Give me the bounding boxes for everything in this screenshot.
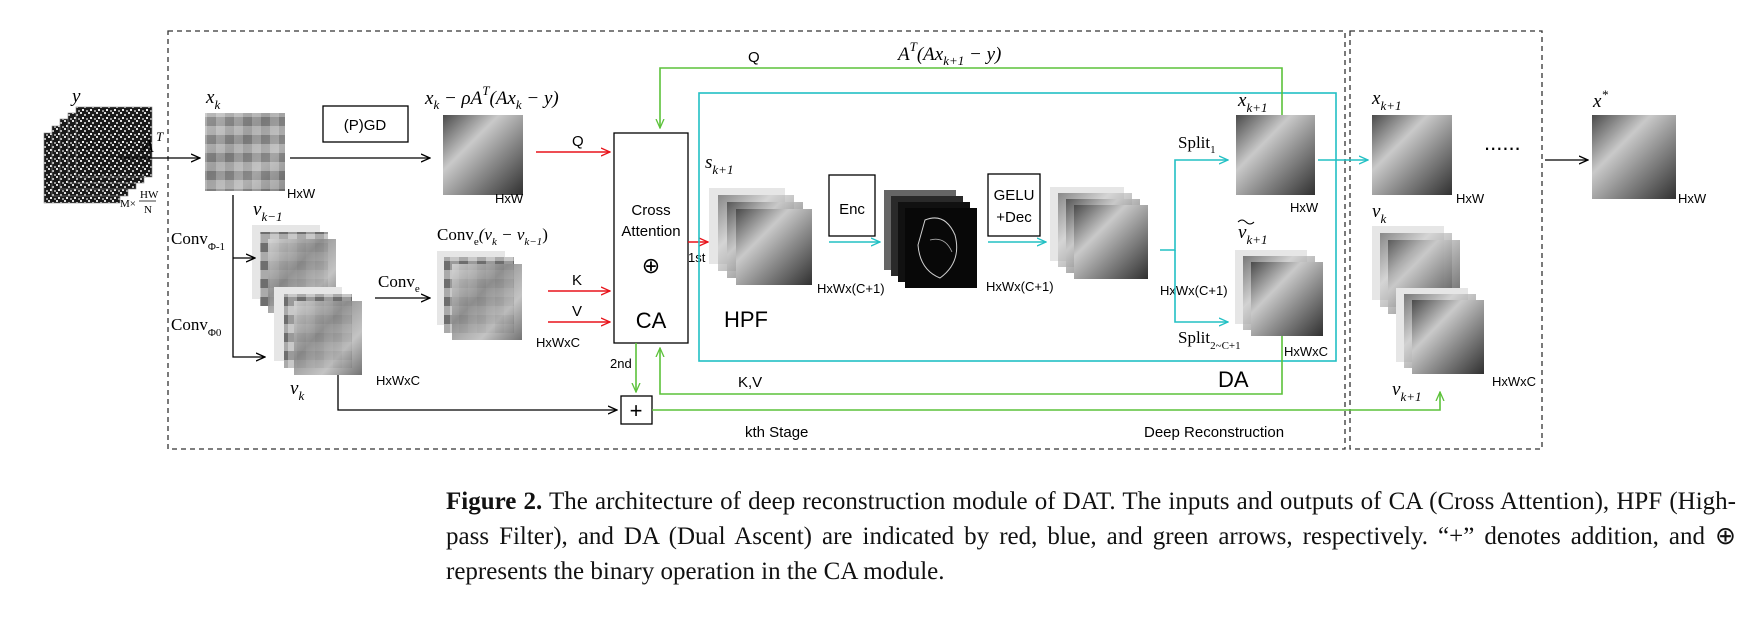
- plus-output-arrow: [652, 392, 1440, 411]
- decoded-stack: [1050, 187, 1148, 279]
- xkp1-out-label: xk+1: [1371, 88, 1401, 113]
- decoded-dims: HxWx(C+1): [1160, 283, 1228, 298]
- conv-e-dims: HxWxC: [536, 335, 580, 350]
- xstar-dims: HxW: [1678, 191, 1707, 206]
- vtkp1-label: vk+1: [1238, 222, 1267, 247]
- plus-node: [620, 395, 653, 425]
- vk-out-stack: [1372, 226, 1484, 374]
- q-feedback-arrow: [660, 67, 1283, 128]
- feedback-label: AT(Axk+1 − y): [896, 39, 1001, 68]
- at-label: A T: [140, 129, 164, 157]
- grad-step-label: xk − ρAT(Axk − y): [424, 83, 559, 112]
- grad-step-image: [443, 115, 523, 195]
- svg-text:HW: HW: [140, 189, 159, 201]
- split2-arrow: [1174, 250, 1228, 322]
- caption-label: Figure 2.: [446, 488, 543, 515]
- k-label: K: [572, 272, 582, 289]
- svg-text:M×: M×: [120, 198, 136, 210]
- architecture-diagram: y M× HW N A T xk HxW (P)GD xk − ρAT(Axk …: [43, 30, 1707, 450]
- next-stage-box: [1349, 30, 1543, 450]
- hpf-label: HPF: [724, 307, 768, 332]
- gelu-label: GELU: [994, 187, 1035, 204]
- xk-dims: HxW: [287, 186, 316, 201]
- y-label: y: [70, 86, 81, 107]
- ca-box: [613, 132, 689, 344]
- split1-label: Split1: [1178, 133, 1216, 156]
- pgd-label: (P)GD: [344, 117, 387, 134]
- plus-label: +: [630, 398, 643, 423]
- conv-e-stack: [437, 251, 522, 340]
- q-label: Q: [572, 133, 584, 150]
- skp1-dims: HxWx(C+1): [817, 281, 885, 296]
- svg-text:N: N: [144, 204, 152, 216]
- vtkp1-dims: HxWxC: [1284, 344, 1328, 359]
- kth-stage-label: kth Stage: [745, 424, 808, 441]
- y-measurement-stack: [43, 106, 153, 204]
- dec-label: +Dec: [996, 209, 1032, 226]
- q-feedback-label: Q: [748, 49, 760, 66]
- ca-label: CA: [636, 308, 667, 333]
- xkp1-out-dims: HxW: [1456, 191, 1485, 206]
- skp1-label: sk+1: [705, 152, 733, 177]
- stage-box: [167, 30, 1346, 450]
- da-label: DA: [1218, 367, 1249, 392]
- oplus-symbol: ⊕: [642, 253, 660, 278]
- pgd-box: [322, 105, 409, 143]
- edge-dims: HxWx(C+1): [986, 279, 1054, 294]
- ca-attention-label: Attention: [621, 223, 680, 240]
- vk-out-dims: HxWxC: [1492, 374, 1536, 389]
- conv-phi-branch: [232, 195, 265, 357]
- xkp1-out-image: [1372, 115, 1452, 195]
- ellipsis: ......: [1484, 130, 1521, 155]
- edge-feature-stack: [884, 190, 977, 288]
- xstar-image: [1592, 115, 1676, 199]
- conv-phi-0-label: ConvΦ0: [171, 315, 222, 339]
- vkm1-label: vk−1: [253, 199, 282, 224]
- ca-cross-label: Cross: [631, 202, 670, 219]
- svg-text:A: A: [140, 136, 154, 157]
- gelu-dec-box: [987, 173, 1041, 237]
- conv-e-diff-label: Conve(vk − vk−1): [437, 225, 548, 248]
- caption-text: The architecture of deep reconstruction …: [446, 488, 1736, 585]
- v-label: V: [572, 303, 582, 320]
- second-label: 2nd: [610, 356, 632, 371]
- svg-text:T: T: [156, 129, 164, 144]
- y-dims-label: M× HW N: [120, 189, 159, 216]
- vk-label: vk: [290, 378, 304, 403]
- xk-label: xk: [205, 87, 220, 112]
- vtkp1-stack: [1235, 250, 1323, 336]
- xstar-label: x*: [1592, 87, 1608, 112]
- split1-arrow: [1160, 160, 1228, 251]
- vk-stack: [274, 287, 362, 375]
- deep-recon-label: Deep Reconstruction: [1144, 424, 1284, 441]
- grad-step-dims: HxW: [495, 191, 524, 206]
- figure-caption: Figure 2. The architecture of deep recon…: [446, 484, 1736, 589]
- conv-e-label: Conve: [378, 272, 420, 295]
- enc-box: [828, 174, 876, 237]
- kv-feedback-arrow: [660, 336, 1283, 395]
- vkp1-out-label: vk+1: [1392, 379, 1421, 404]
- skp1-stack: [709, 188, 812, 285]
- vk-dims: HxWxC: [376, 373, 420, 388]
- kv-label: K,V: [738, 374, 762, 391]
- hpf-box: [698, 92, 1337, 362]
- xkp1-dims: HxW: [1290, 200, 1319, 215]
- vk-out-label: vk: [1372, 201, 1386, 226]
- conv-phi-m1-label: ConvΦ-1: [171, 229, 225, 253]
- enc-label: Enc: [839, 201, 865, 218]
- vk-skip-arrow: [337, 375, 617, 410]
- xkp1-image: [1236, 115, 1315, 195]
- split2-label: Split2~C+1: [1178, 328, 1241, 352]
- xkp1-label: xk+1: [1237, 90, 1267, 115]
- first-label: 1st: [688, 250, 706, 265]
